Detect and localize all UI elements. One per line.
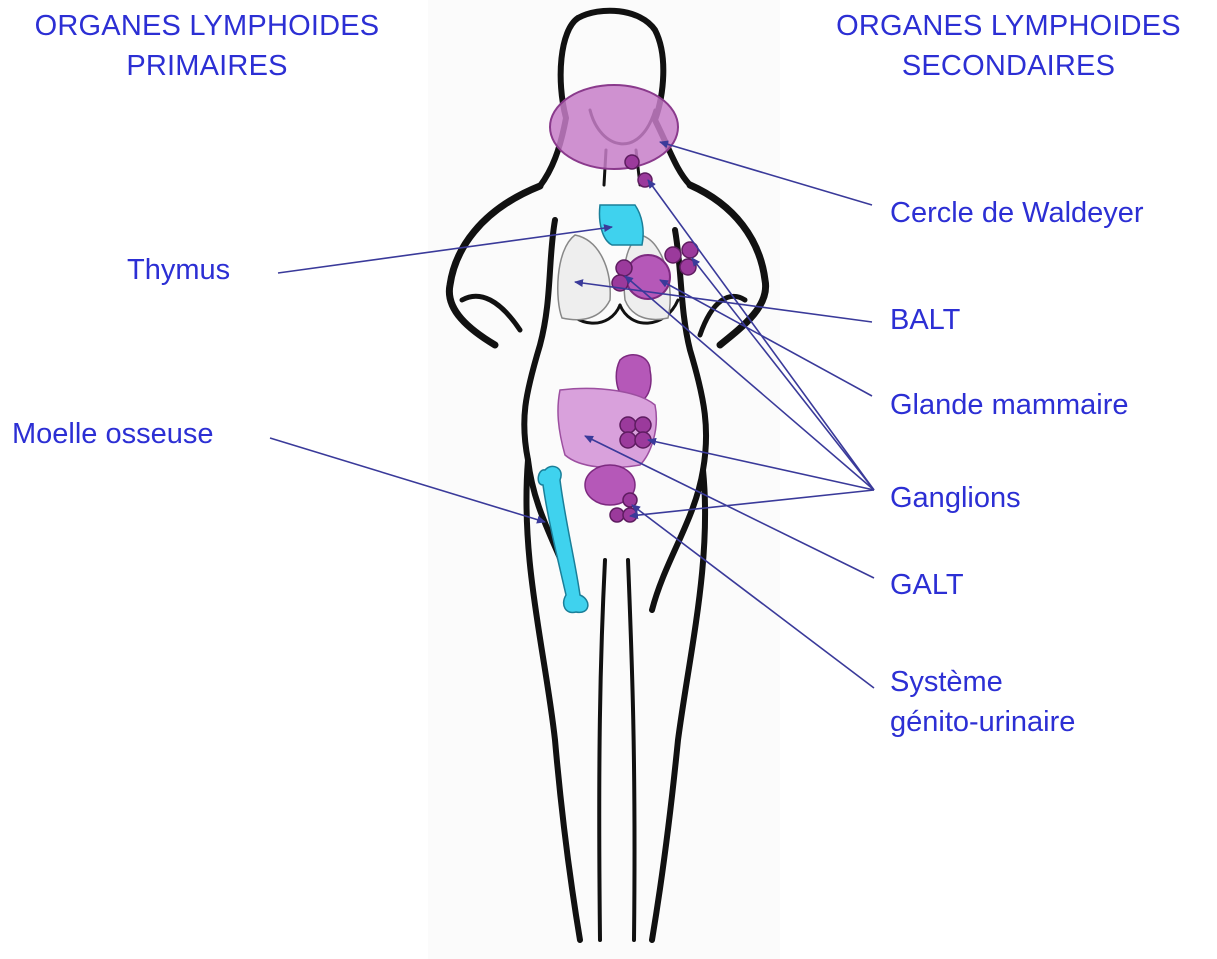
secondary-heading-line2: SECONDAIRES (800, 46, 1217, 86)
primary-heading-line1: ORGANES LYMPHOIDES (0, 6, 414, 46)
label-ganglions: Ganglions (890, 478, 1021, 518)
label-genito-urinaire: génito-urinaire (890, 702, 1075, 742)
primary-organs-heading: ORGANES LYMPHOIDES PRIMAIRES (0, 6, 414, 86)
label-cercle-de-waldeyer: Cercle de Waldeyer (890, 193, 1144, 233)
thymus (600, 205, 644, 245)
label-systeme: Système (890, 662, 1003, 702)
label-galt: GALT (890, 565, 964, 605)
label-moelle-osseuse: Moelle osseuse (12, 414, 214, 454)
waldeyer-ring (550, 85, 678, 169)
primary-heading-line2: PRIMAIRES (0, 46, 414, 86)
label-glande-mammaire: Glande mammaire (890, 385, 1129, 425)
secondary-organs-heading: ORGANES LYMPHOIDES SECONDAIRES (800, 6, 1217, 86)
label-balt: BALT (890, 300, 960, 340)
label-thymus: Thymus (127, 250, 230, 290)
secondary-heading-line1: ORGANES LYMPHOIDES (800, 6, 1217, 46)
